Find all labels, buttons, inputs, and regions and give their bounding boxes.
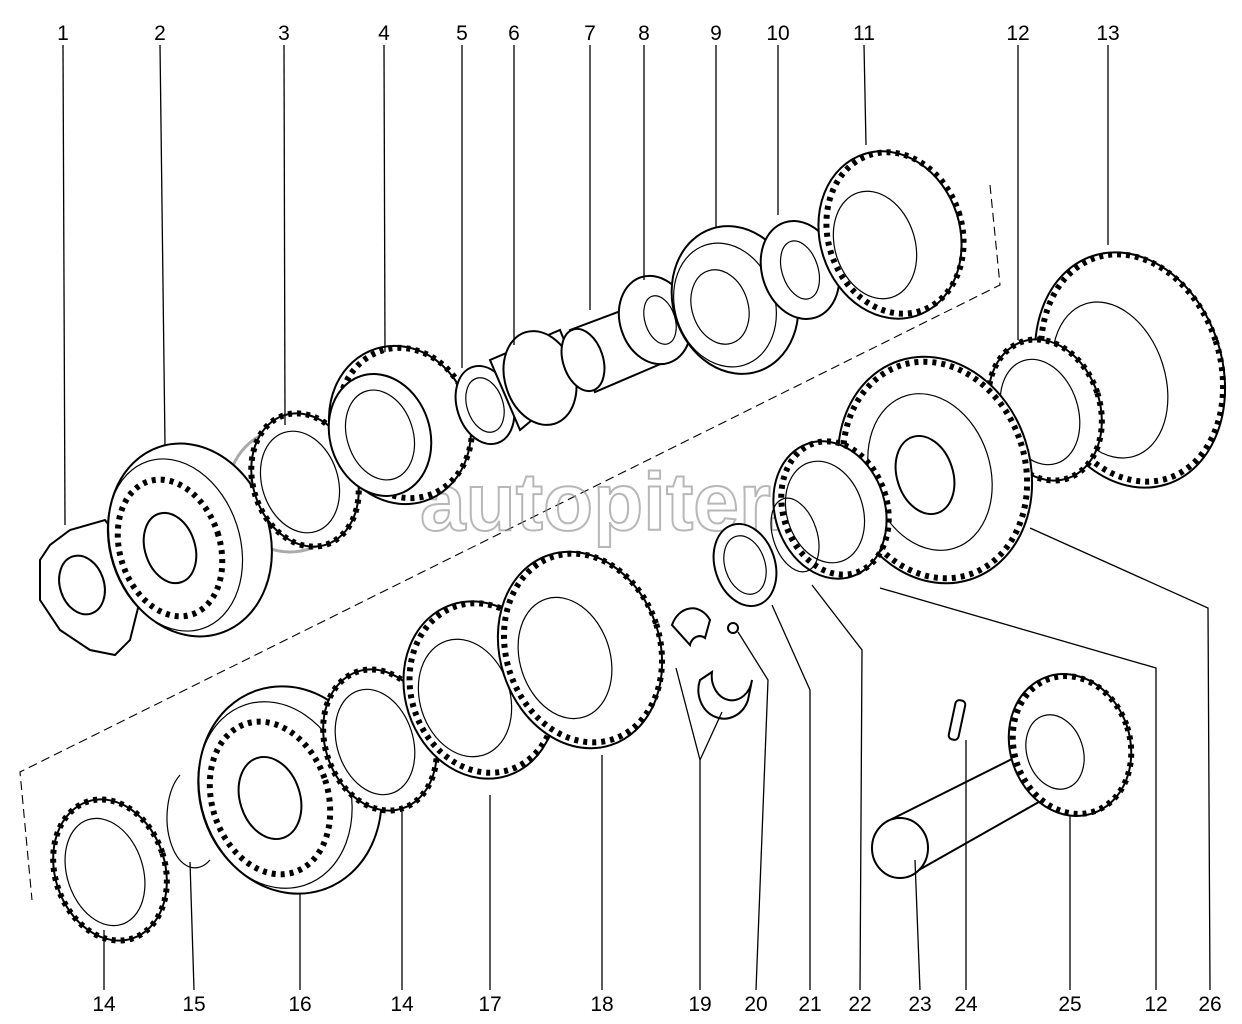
- callout-24: 24: [954, 993, 978, 1016]
- leader-lines: [62, 44, 1211, 991]
- part-14-sync-ring: [52, 798, 168, 942]
- callout-12b: 12: [1144, 993, 1167, 1016]
- callout-8: 8: [638, 22, 650, 45]
- callout-7: 7: [584, 22, 596, 45]
- part-22-snap-ring: [770, 497, 820, 573]
- callout-25: 25: [1058, 993, 1081, 1016]
- assembly-frame: [19, 184, 1001, 901]
- callout-2: 2: [154, 22, 166, 45]
- callouts-bottom: 14 15 16 14 17 18 19 20 21 22 23 24 25 1…: [92, 993, 1221, 1016]
- callout-23: 23: [908, 993, 931, 1016]
- part-24-pin: [947, 699, 967, 741]
- callout-3: 3: [278, 22, 290, 45]
- callout-13: 13: [1096, 22, 1119, 45]
- callouts-top: 1 2 3 4 5 6 7 8 9 10 11 12 13: [57, 22, 1120, 45]
- callout-10: 10: [766, 22, 789, 45]
- callout-20: 20: [744, 993, 767, 1016]
- callout-17: 17: [478, 993, 501, 1016]
- part-20-ball: [727, 622, 739, 634]
- part-19-half-washers: [670, 607, 753, 720]
- callout-21: 21: [798, 993, 821, 1016]
- part-15-spring-ring: [166, 774, 211, 869]
- callout-15: 15: [182, 993, 205, 1016]
- callout-14: 14: [92, 993, 116, 1016]
- callout-6: 6: [508, 22, 520, 45]
- callout-1: 1: [57, 22, 69, 45]
- callout-5: 5: [456, 22, 468, 45]
- callout-22: 22: [848, 993, 871, 1016]
- lower-shaft-parts: [50, 550, 1135, 944]
- callout-14b: 14: [390, 993, 414, 1016]
- callout-26: 26: [1198, 993, 1221, 1016]
- right-gear-parts: [670, 251, 1227, 720]
- callout-9: 9: [710, 22, 722, 45]
- callout-16: 16: [288, 993, 311, 1016]
- callout-19: 19: [688, 993, 711, 1016]
- callout-4: 4: [378, 22, 390, 45]
- upper-shaft-parts: [39, 149, 967, 657]
- callout-11: 11: [853, 22, 875, 45]
- part-21-thrust-washer: [712, 522, 778, 608]
- callout-12: 12: [1006, 22, 1029, 45]
- callout-18: 18: [590, 993, 613, 1016]
